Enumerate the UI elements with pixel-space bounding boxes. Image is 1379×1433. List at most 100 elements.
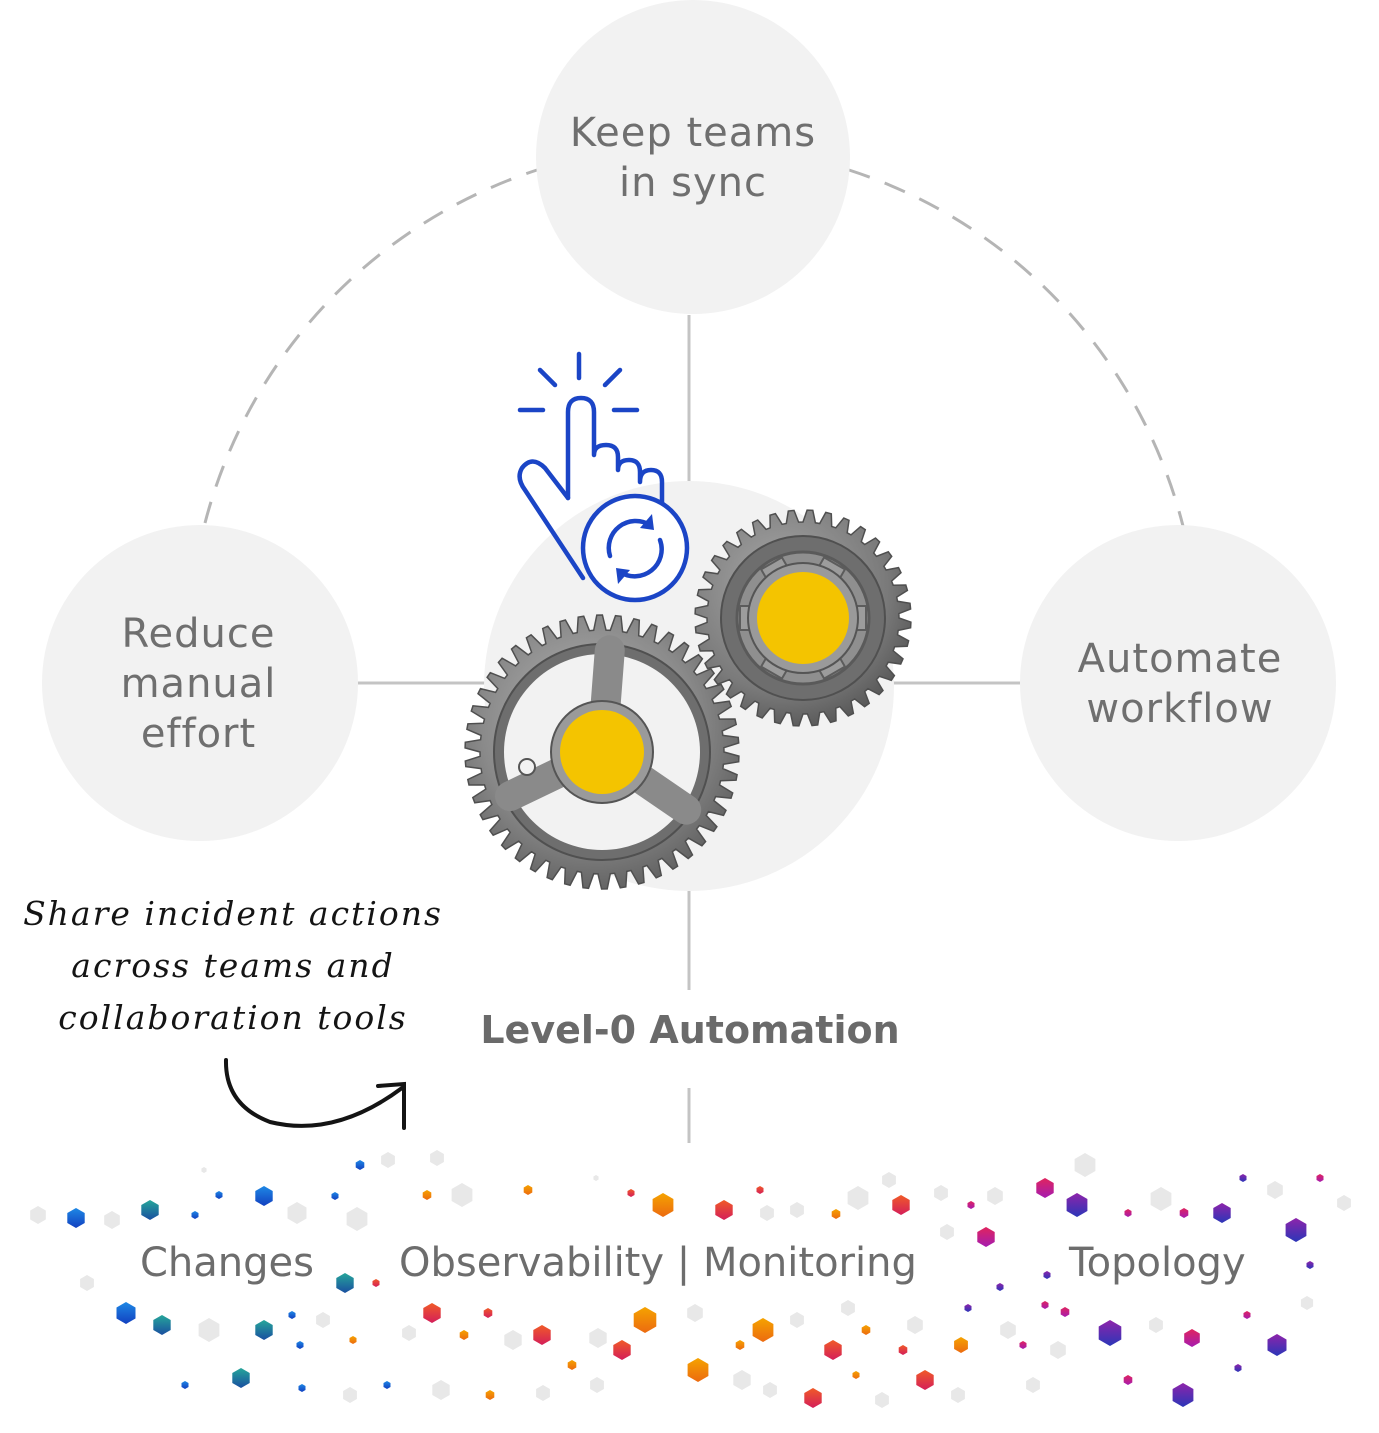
data-hexagon [296, 1341, 304, 1349]
data-hexagon [1036, 1178, 1054, 1198]
node-label-line: in sync [618, 160, 768, 206]
data-hexagon [523, 1185, 533, 1195]
data-hexagon-field [30, 1150, 1351, 1408]
node-label-line: effort [140, 711, 257, 757]
data-hexagon [483, 1308, 493, 1318]
data-hexagon [116, 1302, 136, 1324]
data-hexagon [1124, 1209, 1132, 1217]
data-hexagon [1074, 1153, 1096, 1177]
data-hexagon [1026, 1377, 1040, 1393]
data-hexagon [907, 1316, 923, 1334]
node-label-line: Reduce [121, 611, 276, 657]
source-label-topology: Topology [1069, 1240, 1246, 1286]
curved-arrow-icon [223, 1058, 406, 1130]
node-label-left: Reduce manual effort [56, 609, 341, 759]
data-hexagon [1060, 1307, 1070, 1317]
data-hexagon [752, 1318, 774, 1342]
gear-icon [694, 509, 912, 727]
annotation-line: across teams and [71, 946, 395, 985]
data-hexagon [898, 1345, 908, 1355]
data-hexagon [977, 1227, 995, 1247]
data-hexagon [1123, 1375, 1133, 1385]
data-hexagon [1300, 1296, 1314, 1310]
data-hexagon [67, 1208, 85, 1228]
annotation-line: collaboration tools [58, 998, 408, 1037]
node-circle-right [1020, 525, 1336, 841]
data-hexagon [996, 1283, 1004, 1291]
data-hexagon [422, 1190, 432, 1200]
data-hexagon [1066, 1193, 1088, 1217]
node-label-line: manual [120, 661, 277, 707]
data-hexagon [349, 1336, 357, 1344]
data-hexagon [593, 1175, 599, 1181]
data-hexagon [80, 1275, 94, 1291]
data-hexagon [1041, 1301, 1049, 1309]
data-hexagon [430, 1150, 444, 1166]
data-hexagon [1000, 1321, 1016, 1339]
data-hexagon [536, 1385, 550, 1401]
gear-icon [464, 614, 740, 890]
data-hexagon [1098, 1320, 1122, 1346]
data-hexagon [627, 1189, 635, 1197]
click-hand-icon [517, 351, 665, 581]
data-hexagon [1267, 1181, 1283, 1199]
data-hexagon [331, 1192, 339, 1200]
data-hexagon [847, 1186, 869, 1210]
data-hexagon [964, 1304, 972, 1312]
data-hexagon [459, 1330, 469, 1340]
data-hexagon [613, 1340, 631, 1360]
data-hexagon [1285, 1218, 1307, 1242]
data-hexagon [987, 1187, 1003, 1205]
data-hexagon [1043, 1271, 1051, 1279]
data-hexagon [30, 1206, 46, 1224]
data-hexagon [298, 1384, 306, 1392]
data-hexagon [916, 1370, 934, 1390]
data-hexagon [1019, 1341, 1027, 1349]
data-hexagon [104, 1211, 120, 1229]
data-hexagon [346, 1207, 368, 1231]
data-hexagon [533, 1325, 551, 1345]
data-hexagon [1306, 1261, 1314, 1269]
data-hexagon [760, 1205, 774, 1221]
data-hexagon [1234, 1364, 1242, 1372]
data-hexagon [153, 1315, 171, 1335]
data-hexagon [1149, 1317, 1163, 1333]
data-hexagon [967, 1201, 975, 1209]
data-hexagon [852, 1371, 860, 1379]
node-label-top: Keep teams in sync [543, 108, 843, 208]
node-circle-top [536, 0, 850, 314]
data-hexagon [372, 1279, 380, 1287]
node-label-right: Automate workflow [1030, 634, 1330, 734]
data-hexagon [432, 1380, 450, 1400]
data-hexagon [343, 1387, 357, 1403]
data-hexagon [831, 1209, 841, 1219]
refresh-icon [580, 493, 690, 603]
handwritten-annotation: Share incident actions across teams and … [8, 888, 458, 1044]
data-hexagon [824, 1340, 842, 1360]
data-hexagon [1316, 1174, 1324, 1182]
data-hexagon [954, 1337, 968, 1353]
data-hexagon [589, 1328, 607, 1348]
dashed-arc [203, 168, 538, 524]
data-hexagon [841, 1300, 855, 1316]
data-hexagon [451, 1183, 473, 1207]
data-hexagon [1050, 1341, 1066, 1359]
data-hexagon [934, 1185, 948, 1201]
data-hexagon [892, 1195, 910, 1215]
data-hexagon [381, 1152, 395, 1168]
source-label-observability: Observability | Monitoring [399, 1240, 917, 1286]
node-label-line: Keep teams [569, 110, 817, 156]
data-hexagon [735, 1340, 745, 1350]
data-hexagon [790, 1312, 804, 1328]
data-hexagon [1243, 1311, 1251, 1319]
data-hexagon [861, 1325, 871, 1335]
data-hexagon [875, 1392, 889, 1408]
data-hexagon [485, 1390, 495, 1400]
data-hexagon [951, 1387, 965, 1403]
source-label-changes: Changes [140, 1240, 314, 1286]
data-hexagon [383, 1381, 391, 1389]
data-hexagon [191, 1211, 199, 1219]
data-hexagon [633, 1307, 657, 1333]
data-hexagon [232, 1368, 250, 1388]
